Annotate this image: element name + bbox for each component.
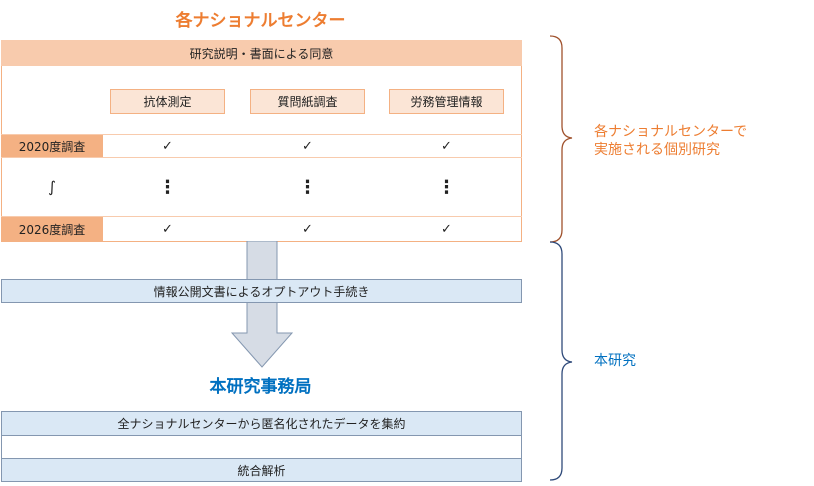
- row-label-2020: 2020度調査: [1, 135, 103, 157]
- check-mark: ✓: [302, 221, 313, 237]
- vertical-ellipsis: ⋮: [158, 176, 177, 198]
- category-labor-info: 労務管理情報: [389, 89, 504, 114]
- check-mark: ✓: [162, 138, 173, 154]
- check-mark: ✓: [162, 221, 173, 237]
- check-mark: ✓: [441, 221, 452, 237]
- vertical-ellipsis: ⋮: [437, 176, 456, 198]
- category-questionnaire: 質問紙調査: [250, 89, 365, 114]
- check-mark: ✓: [302, 138, 313, 154]
- consent-band: 研究説明・書面による同意: [1, 40, 522, 66]
- row-divider: [1, 134, 522, 135]
- row-divider: [1, 216, 522, 217]
- vertical-ellipsis: ⋮: [298, 176, 317, 198]
- analysis-band: 統合解析: [1, 458, 522, 482]
- row-divider: [1, 157, 522, 158]
- side-label-individual: 各ナショナルセンターで 実施される個別研究: [594, 123, 747, 159]
- optout-band: 情報公開文書によるオプトアウト手続き: [1, 279, 522, 303]
- side-label-main: 本研究: [594, 353, 636, 369]
- blank-row: [1, 436, 522, 458]
- ellipsis-label: ∫: [48, 178, 56, 196]
- brace-individual-icon: [549, 35, 573, 243]
- side-label-line: 実施される個別研究: [594, 142, 720, 158]
- aggregate-band: 全ナショナルセンターから匿名化されたデータを集約: [1, 411, 522, 436]
- office-title: 本研究事務局: [209, 376, 312, 397]
- down-arrow-icon: [230, 241, 294, 368]
- centers-title: 各ナショナルセンター: [175, 10, 346, 31]
- category-antibody: 抗体測定: [110, 89, 225, 114]
- side-label-line: 各ナショナルセンターで: [594, 124, 748, 140]
- brace-main-icon: [549, 241, 573, 481]
- row-label-2026: 2026度調査: [1, 217, 103, 241]
- check-mark: ✓: [441, 138, 452, 154]
